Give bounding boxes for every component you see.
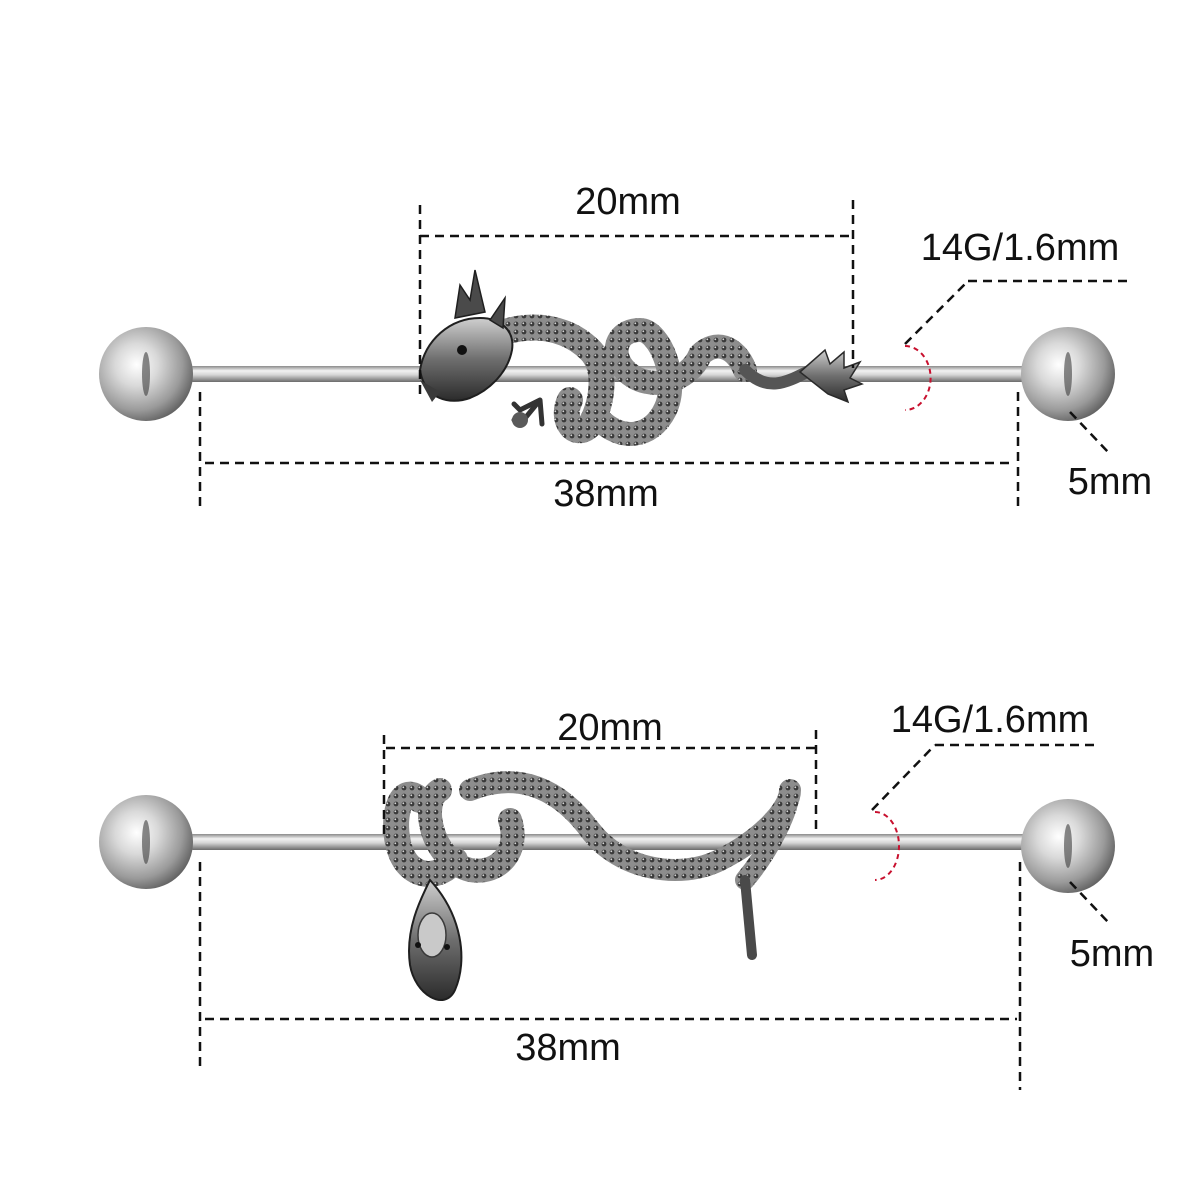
dragon-front-claw bbox=[512, 412, 528, 428]
ball-size-label: 5mm bbox=[1068, 461, 1152, 503]
bar-length-dimension: 38mm bbox=[198, 392, 1020, 515]
gauge-callout: 14G/1.6mm bbox=[904, 227, 1128, 411]
gauge-callout: 14G/1.6mm bbox=[871, 699, 1095, 881]
bar-length-dimension: 38mm bbox=[198, 862, 1022, 1090]
dragon-barbell: 20mm 38mm 14G/1.6mm 5mm bbox=[99, 181, 1152, 515]
gauge-label: 14G/1.6mm bbox=[891, 699, 1090, 741]
ornament-length-dimension: 20mm bbox=[418, 181, 855, 400]
bar-length-label: 38mm bbox=[553, 473, 659, 515]
ornament-length-dimension: 20mm bbox=[382, 707, 818, 838]
bar-length-label: 38mm bbox=[515, 1027, 621, 1069]
ball-size-callout: 5mm bbox=[1069, 881, 1154, 975]
snake-barbell: 20mm 38mm 14G/1.6mm 5mm bbox=[99, 699, 1154, 1090]
ball-size-label: 5mm bbox=[1070, 933, 1154, 975]
ball-size-callout: 5mm bbox=[1068, 411, 1152, 503]
ornament-length-label: 20mm bbox=[557, 707, 663, 749]
snake-ornament bbox=[383, 771, 801, 1001]
gauge-label: 14G/1.6mm bbox=[921, 227, 1120, 269]
ornament-length-label: 20mm bbox=[575, 181, 681, 223]
dragon-ornament bbox=[418, 269, 864, 446]
